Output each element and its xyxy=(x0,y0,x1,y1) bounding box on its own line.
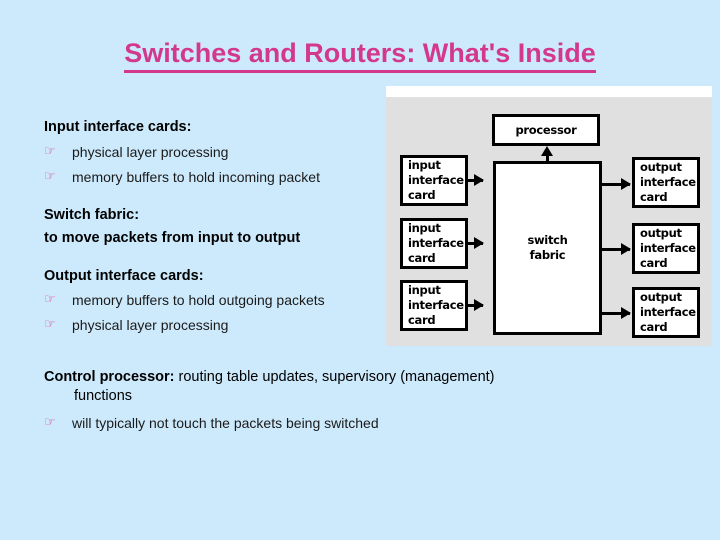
diagram-box-input-card-line2: interface xyxy=(408,236,464,251)
list-item: ☞ memory buffers to hold outgoing packet… xyxy=(44,292,389,308)
arrow-input-card-2-to-fabric xyxy=(468,237,484,249)
diagram-box-input-interface-card: input interface card xyxy=(400,280,468,331)
section-heading-switch-fabric: Switch fabric: xyxy=(44,206,140,223)
arrow-fabric-to-output-card-1 xyxy=(602,178,631,190)
diagram-top-strip xyxy=(386,86,712,97)
pointing-hand-icon: ☞ xyxy=(44,317,56,333)
pointing-hand-icon: ☞ xyxy=(44,168,56,184)
diagram-box-processor: processor xyxy=(492,114,600,146)
control-processor-paragraph: Control processor: routing table updates… xyxy=(44,368,684,406)
switch-architecture-diagram: processor switch fabric input interface … xyxy=(386,86,712,346)
arrow-input-card-3-to-fabric xyxy=(468,299,484,311)
list-item-label: physical layer processing xyxy=(72,317,229,334)
diagram-box-output-card-line1: output xyxy=(640,226,682,241)
arrow-fabric-to-output-card-3 xyxy=(602,307,631,319)
diagram-box-output-interface-card: output interface card xyxy=(632,223,700,274)
control-processor-rest: routing table updates, supervisory (mana… xyxy=(174,369,495,385)
body-text-column: Input interface cards: ☞ physical layer … xyxy=(44,120,389,342)
diagram-box-output-interface-card: output interface card xyxy=(632,157,700,208)
diagram-box-input-card-line3: card xyxy=(408,312,436,327)
diagram-box-output-card-line2: interface xyxy=(640,305,696,320)
arrow-input-card-1-to-fabric xyxy=(468,174,484,186)
switch-fabric-description: to move packets from input to output xyxy=(44,230,301,247)
diagram-box-input-card-line1: input xyxy=(408,221,441,236)
list-item: ☞ will typically not touch the packets b… xyxy=(44,415,684,431)
diagram-box-input-card-line1: input xyxy=(408,158,441,173)
diagram-box-input-card-line2: interface xyxy=(408,298,464,313)
diagram-box-output-card-line3: card xyxy=(640,255,668,270)
section-heading-output-interface-cards: Output interface cards: xyxy=(44,267,204,284)
control-processor-indent-line: functions xyxy=(74,388,133,405)
list-item: ☞ physical layer processing xyxy=(44,317,389,333)
control-processor-lead: Control processor: xyxy=(44,369,175,385)
list-item: ☞ physical layer processing xyxy=(44,144,389,160)
control-processor-block: Control processor: routing table updates… xyxy=(44,368,684,431)
list-item-label: physical layer processing xyxy=(72,143,229,160)
diagram-box-output-card-line3: card xyxy=(640,319,668,334)
list-item-label: memory buffers to hold outgoing packets xyxy=(72,292,325,309)
diagram-box-output-card-line2: interface xyxy=(640,241,696,256)
diagram-box-input-card-line3: card xyxy=(408,250,436,265)
list-item-label: memory buffers to hold incoming packet xyxy=(72,168,320,185)
list-item: ☞ memory buffers to hold incoming packet xyxy=(44,169,389,185)
page-title: Switches and Routers: What's Inside xyxy=(0,38,720,73)
diagram-box-output-card-line1: output xyxy=(640,160,682,175)
diagram-box-switch-fabric: switch fabric xyxy=(493,161,602,335)
diagram-box-input-card-line2: interface xyxy=(408,173,464,188)
diagram-box-input-card-line1: input xyxy=(408,283,441,298)
section-heading-input-interface-cards: Input interface cards: xyxy=(44,119,192,135)
diagram-box-output-card-line3: card xyxy=(640,189,668,204)
spacer xyxy=(44,194,389,208)
diagram-box-input-card-line3: card xyxy=(408,187,436,202)
list-item-label: will typically not touch the packets bei… xyxy=(72,415,379,432)
arrow-fabric-to-output-card-2 xyxy=(602,243,631,255)
diagram-box-switch-fabric-line2: fabric xyxy=(529,248,566,262)
diagram-box-processor-label: processor xyxy=(515,122,577,137)
diagram-box-output-card-line1: output xyxy=(640,290,682,305)
spacer xyxy=(44,255,389,269)
diagram-box-output-interface-card: output interface card xyxy=(632,287,700,338)
pointing-hand-icon: ☞ xyxy=(44,292,56,308)
page-title-text: Switches and Routers: What's Inside xyxy=(124,38,596,73)
diagram-box-input-interface-card: input interface card xyxy=(400,155,468,206)
diagram-box-output-card-line2: interface xyxy=(640,175,696,190)
diagram-box-input-interface-card: input interface card xyxy=(400,218,468,269)
pointing-hand-icon: ☞ xyxy=(44,143,56,159)
pointing-hand-icon: ☞ xyxy=(44,415,56,431)
diagram-box-switch-fabric-line1: switch xyxy=(527,233,568,248)
